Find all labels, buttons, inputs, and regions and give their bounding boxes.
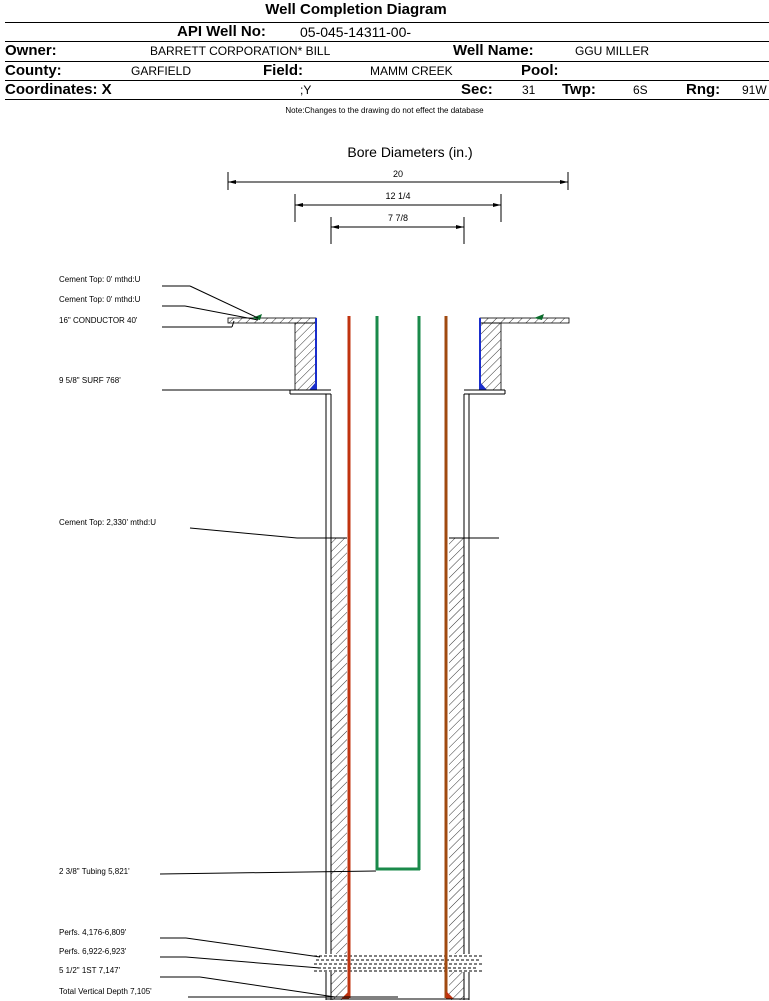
production-cement <box>297 537 499 1000</box>
borehole-walls <box>325 394 470 1000</box>
county-label: County: <box>5 62 62 79</box>
api-value: 05-045-14311-00- <box>300 24 412 40</box>
annotation-conductor: 16" CONDUCTOR 40' <box>59 316 235 328</box>
annotation-production-casing: 5 1/2" 1ST 7,147' <box>59 966 336 998</box>
cement-marker-icon <box>534 314 544 320</box>
well-name-label: Well Name: <box>453 42 534 59</box>
bore-dim-20: 20 <box>227 169 569 190</box>
annotation-label: 2 3/8" Tubing 5,821' <box>59 867 130 876</box>
annotation-cement-top-2: Cement Top: 0' mthd:U <box>59 295 259 321</box>
county-row: County: GARFIELD Field: MAMM CREEK Pool: <box>5 62 769 81</box>
coordinates-label: Coordinates: X <box>5 81 112 98</box>
surface-casing <box>289 318 506 395</box>
annotation-total-depth: Total Vertical Depth 7,105' <box>59 987 398 998</box>
twp-value: 6S <box>633 83 648 97</box>
annotation-label: Cement Top: 0' mthd:U <box>59 275 141 284</box>
annotation-surface-casing: 9 5/8" SURF 768' <box>59 376 298 391</box>
annotation-label: Cement Top: 2,330' mthd:U <box>59 518 156 527</box>
field-label: Field: <box>263 62 303 79</box>
annotation-tubing: 2 3/8" Tubing 5,821' <box>59 867 377 876</box>
api-row: API Well No: 05-045-14311-00- <box>5 23 769 42</box>
annotation-label: Perfs. 6,922-6,923' <box>59 947 127 956</box>
note-text: Note:Changes to the drawing do not effec… <box>285 106 484 115</box>
annotation-label: 5 1/2" 1ST 7,147' <box>59 966 121 975</box>
annotation-label: 9 5/8" SURF 768' <box>59 376 121 385</box>
bore-dim-7-7-8: 7 7/8 <box>330 213 465 244</box>
coordinates-y: ;Y <box>300 83 312 97</box>
annotation-cement-top-3: Cement Top: 2,330' mthd:U <box>59 518 298 539</box>
api-label: API Well No: <box>177 23 266 40</box>
rng-label: Rng: <box>686 81 721 98</box>
county-value: GARFIELD <box>131 64 192 78</box>
tubing <box>375 316 421 871</box>
twp-label: Twp: <box>562 81 596 98</box>
rng-value: 91W <box>742 83 767 97</box>
owner-label: Owner: <box>5 42 57 59</box>
sec-value: 31 <box>522 83 536 97</box>
header-divider <box>5 41 769 42</box>
coordinates-row: Coordinates: X ;Y Sec: 31 Twp: 6S Rng: 9… <box>5 81 769 100</box>
annotation-perfs-1: Perfs. 4,176-6,809' <box>59 928 321 958</box>
bore-dim-label: 12 1/4 <box>385 191 410 201</box>
annotation-label: Cement Top: 0' mthd:U <box>59 295 141 304</box>
annotation-label: Total Vertical Depth 7,105' <box>59 987 152 996</box>
owner-row: Owner: BARRETT CORPORATION* BILL Well Na… <box>5 42 769 61</box>
conductor-surface <box>227 314 570 324</box>
header-divider <box>5 61 769 62</box>
page-title: Well Completion Diagram <box>265 1 447 18</box>
annotation-cement-top-1: Cement Top: 0' mthd:U <box>59 275 259 319</box>
sec-label: Sec: <box>461 81 493 98</box>
annotation-perfs-2: Perfs. 6,922-6,923' <box>59 947 321 969</box>
pool-label: Pool: <box>521 62 559 79</box>
owner-value: BARRETT CORPORATION* BILL <box>150 44 331 58</box>
header-divider <box>5 22 769 23</box>
annotation-label: 16" CONDUCTOR 40' <box>59 316 138 325</box>
bore-dim-label: 7 7/8 <box>388 213 408 223</box>
annotation-label: Perfs. 4,176-6,809' <box>59 928 127 937</box>
bore-dim-12-1-4: 12 1/4 <box>294 191 502 222</box>
bore-dim-label: 20 <box>393 169 403 179</box>
header-divider <box>5 80 769 81</box>
bore-title: Bore Diameters (in.) <box>347 144 472 160</box>
casing-shoe-icon <box>446 991 454 999</box>
field-value: MAMM CREEK <box>370 64 453 78</box>
perforations <box>314 954 482 972</box>
well-name-value: GGU MILLER <box>575 44 650 58</box>
header-divider <box>5 99 769 100</box>
